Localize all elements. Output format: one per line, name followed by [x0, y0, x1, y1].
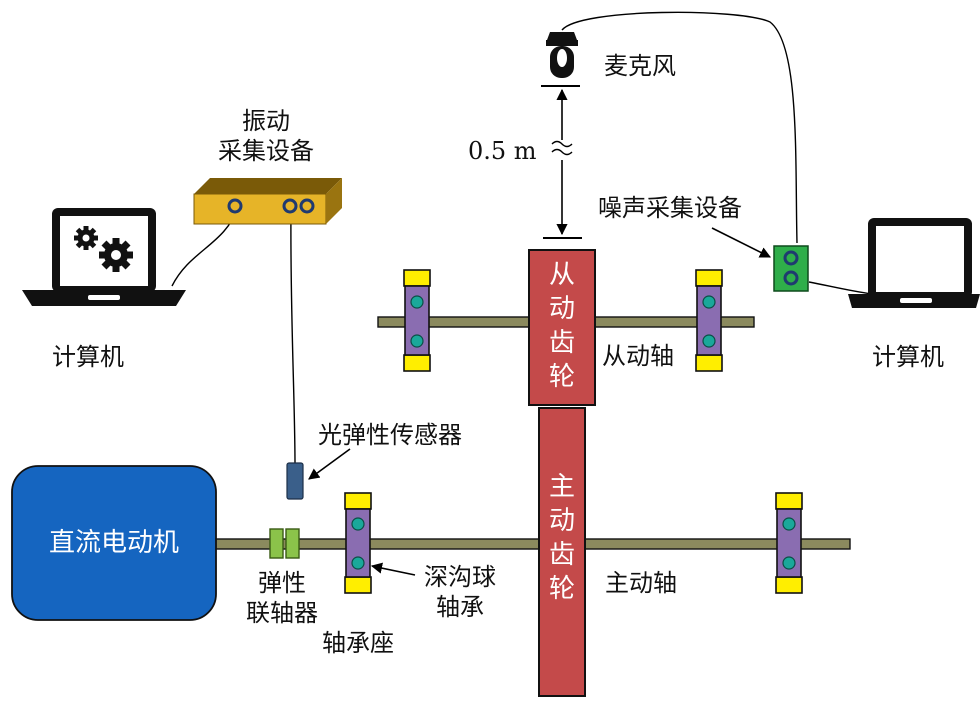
ball-bearing	[410, 295, 424, 309]
elastic-coupling-label-line2: 联轴器	[246, 599, 318, 627]
driving-gear-char: 齿	[548, 540, 575, 570]
microphone-label: 麦克风	[604, 52, 676, 80]
ball-bearing	[351, 517, 365, 531]
bearing-seat-label: 轴承座	[322, 629, 394, 657]
bearing-seat	[403, 269, 431, 372]
bearing-seat	[344, 492, 372, 594]
driving-shaft-label: 主动轴	[605, 569, 677, 597]
cable-noise-device-to-laptop	[808, 281, 873, 295]
driven-gear-char: 从	[548, 260, 575, 290]
photoelastic-sensor-label: 光弹性传感器	[318, 421, 462, 449]
noise-device-label: 噪声采集设备	[598, 194, 742, 222]
microphone-icon	[546, 32, 578, 78]
vibration-device-label-line1: 振动	[242, 107, 290, 135]
bearing-pointer	[370, 562, 416, 576]
dc-motor-label: 直流电动机	[48, 528, 179, 558]
ball-bearing	[782, 556, 796, 570]
sensor-pointer	[308, 448, 351, 480]
vib-port-3	[299, 198, 315, 214]
ball-bearing	[702, 334, 716, 348]
driven-gear-char: 齿	[548, 328, 575, 358]
deep-groove-bearing-label-line1: 深沟球	[424, 563, 496, 591]
driving-gear	[538, 407, 586, 697]
vib-port-2	[282, 198, 298, 214]
ball-bearing	[351, 556, 365, 570]
photoelastic-sensor	[286, 462, 304, 500]
driving-shaft	[214, 538, 851, 550]
ball-bearing	[782, 517, 796, 531]
vibration-device-label-line2: 采集设备	[218, 137, 314, 165]
elastic-coupling-label: 弹性 联轴器	[232, 568, 332, 628]
noise-acquisition-device	[773, 245, 809, 292]
vibration-acquisition-device	[193, 178, 342, 225]
laptop-with-gears-icon	[22, 208, 186, 306]
driven-shaft-label: 从动轴	[602, 342, 674, 370]
driven-gear-char: 轮	[548, 362, 575, 392]
laptop-icon	[848, 218, 980, 308]
cable-mic-to-noise-device	[561, 11, 798, 244]
noise-port-1	[783, 250, 799, 266]
deep-groove-bearing-label: 深沟球 轴承	[414, 562, 506, 622]
driven-gear	[528, 249, 596, 406]
driving-gear-char: 主	[548, 472, 575, 502]
noise-port-2	[783, 270, 799, 286]
computer-right-label: 计算机	[872, 343, 944, 371]
computer-left-label: 计算机	[52, 343, 124, 371]
ball-bearing	[702, 295, 716, 309]
elastic-coupling	[269, 528, 300, 559]
noise-device-pointer	[711, 227, 772, 258]
bearing-seat	[775, 492, 803, 594]
driven-gear-label: 从 动 齿 轮	[529, 258, 595, 394]
bearing-seat	[695, 269, 723, 372]
driven-gear-char: 动	[548, 294, 575, 324]
distance-dimension	[541, 85, 582, 239]
gear-icon	[74, 226, 98, 250]
distance-label: 0.5 m	[468, 137, 537, 165]
driving-gear-char: 动	[548, 506, 575, 536]
vib-port-1	[227, 198, 243, 214]
driving-gear-char: 轮	[548, 574, 575, 604]
elastic-coupling-label-line1: 弹性	[258, 569, 306, 597]
cable-vib-device-to-sensor	[290, 206, 296, 466]
gear-icon	[99, 238, 133, 272]
dc-motor	[11, 465, 217, 621]
ball-bearing	[410, 334, 424, 348]
vibration-device-label: 振动 采集设备	[196, 106, 336, 166]
driving-gear-label: 主 动 齿 轮	[539, 470, 585, 606]
deep-groove-bearing-label-line2: 轴承	[436, 593, 484, 621]
